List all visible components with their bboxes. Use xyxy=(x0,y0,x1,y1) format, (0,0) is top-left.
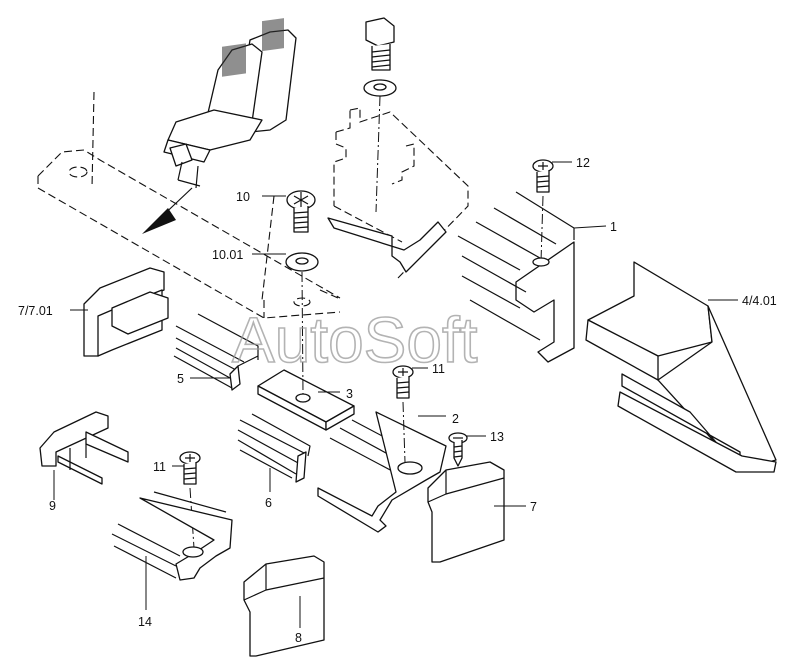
profile-5 xyxy=(173,313,259,391)
callout-7-7-01: 7/7.01 xyxy=(18,304,53,318)
rail-bracket-1 xyxy=(457,191,607,363)
callout-4-4-01: 4/4.01 xyxy=(742,294,777,308)
end-cap-8 xyxy=(243,555,325,657)
callout-1: 1 xyxy=(610,220,617,234)
seat-illustration xyxy=(163,18,297,189)
callout-10: 10 xyxy=(236,190,250,204)
callout-14: 14 xyxy=(138,615,152,629)
callout-3: 3 xyxy=(346,387,353,401)
watermark-text: AutoSoft xyxy=(232,304,478,376)
plate-3 xyxy=(257,271,355,431)
callout-9: 9 xyxy=(49,499,56,513)
screw-11-lower xyxy=(172,451,201,549)
callout-11-upper: 11 xyxy=(432,362,445,376)
profile-2 xyxy=(317,401,447,533)
callout-12: 12 xyxy=(576,156,590,170)
callout-labels: 1 2 3 4/4.01 5 6 7 7/7.01 8 9 10 10.01 1… xyxy=(18,156,777,645)
screw-12 xyxy=(532,159,572,263)
screw-11-upper xyxy=(392,365,428,399)
end-cap-7-01 xyxy=(70,267,169,357)
callout-13: 13 xyxy=(490,430,504,444)
callout-6: 6 xyxy=(265,496,272,510)
screw-13 xyxy=(448,432,486,488)
callout-2: 2 xyxy=(452,412,459,426)
assembly-arrow xyxy=(142,187,193,234)
callout-11-lower: 11 xyxy=(153,460,166,474)
profile-14 xyxy=(111,491,233,610)
end-cap-7 xyxy=(427,461,526,563)
callout-10-01: 10.01 xyxy=(212,248,243,262)
callout-7: 7 xyxy=(530,500,537,514)
block-4 xyxy=(585,261,777,473)
callout-5: 5 xyxy=(177,372,184,386)
bracket-outline xyxy=(327,107,469,279)
callout-8: 8 xyxy=(295,631,302,645)
bolt-10 xyxy=(252,190,319,272)
bolt-top xyxy=(363,17,397,213)
profile-6 xyxy=(237,413,311,492)
clip-9 xyxy=(39,411,129,500)
